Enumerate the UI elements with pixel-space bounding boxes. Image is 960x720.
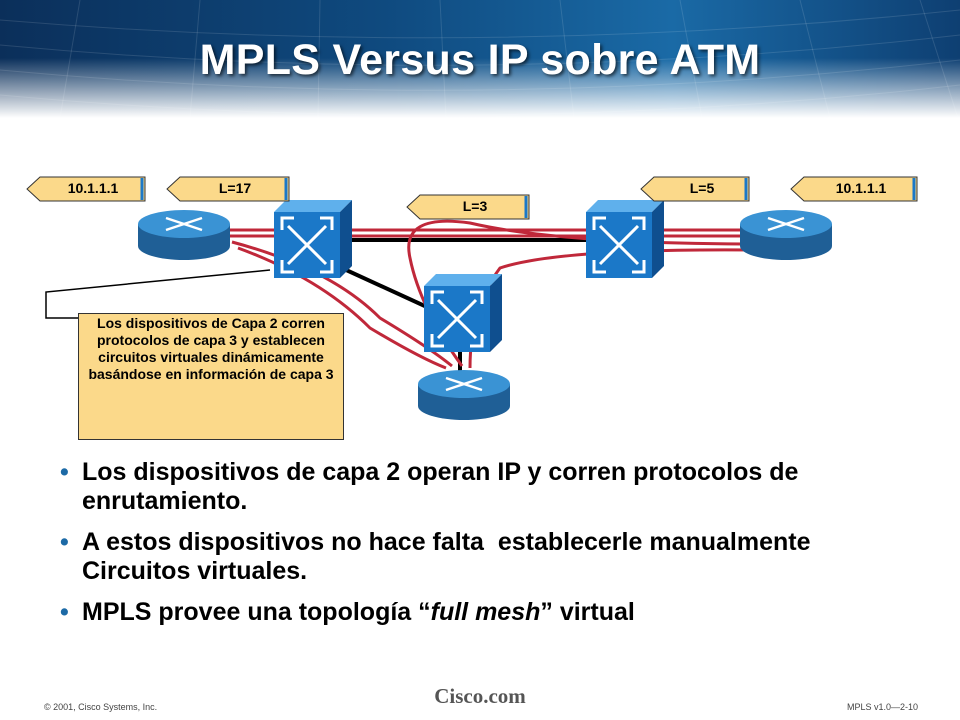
footer-brand-logo: Cisco.com (434, 684, 526, 708)
bullet-item: • MPLS provee una topología “full mesh” … (60, 598, 920, 627)
atm-switch-icon-3 (586, 200, 664, 278)
bullet-dot-icon: • (60, 598, 69, 626)
bullet-item: • Los dispositivos de capa 2 operan IP y… (60, 458, 920, 516)
footer-copyright: © 2001, Cisco Systems, Inc. (44, 702, 158, 712)
footer-course-code: MPLS v1.0—2-10 (846, 702, 918, 712)
packet-label-l3: L=3 (406, 194, 530, 220)
banner-fade (0, 58, 960, 118)
packet-label-ip-right: 10.1.1.1 (790, 176, 918, 202)
bullet-dot-icon: • (60, 458, 69, 486)
bullet-list: • Los dispositivos de capa 2 operan IP y… (60, 458, 920, 639)
bullet-text-start: MPLS provee una topología “ (82, 598, 431, 626)
packet-label-l5: L=5 (640, 176, 750, 202)
bullet-text-emphasis: full mesh (430, 598, 541, 626)
router-icon-right (740, 210, 832, 260)
bullet-dot-icon: • (60, 528, 69, 556)
bullet-text: Los dispositivos de capa 2 operan IP y c… (82, 458, 799, 515)
router-icon-left (138, 210, 230, 260)
atm-switch-icon-2 (424, 274, 502, 352)
slide-title: MPLS Versus IP sobre ATM (199, 36, 761, 84)
bullet-item: • A estos dispositivos no hace falta est… (60, 528, 920, 586)
router-icon-bottom (418, 370, 510, 420)
bullet-text: A estos dispositivos no hace falta estab… (82, 528, 818, 585)
callout-note: Los dispositivos de Capa 2 corren protoc… (78, 313, 344, 440)
diagram-canvas (45, 200, 832, 420)
bullet-text-end: ” virtual (540, 598, 635, 626)
callout-leader-line (45, 269, 271, 319)
title-banner: MPLS Versus IP sobre ATM (0, 0, 960, 118)
packet-label-l17: L=17 (166, 176, 290, 202)
network-diagram: 10.1.1.1 L=17 L=3 L=5 10.1.1.1 (0, 118, 960, 458)
packet-label-ip-left: 10.1.1.1 (26, 176, 146, 202)
atm-switch-icon-1 (274, 200, 352, 278)
